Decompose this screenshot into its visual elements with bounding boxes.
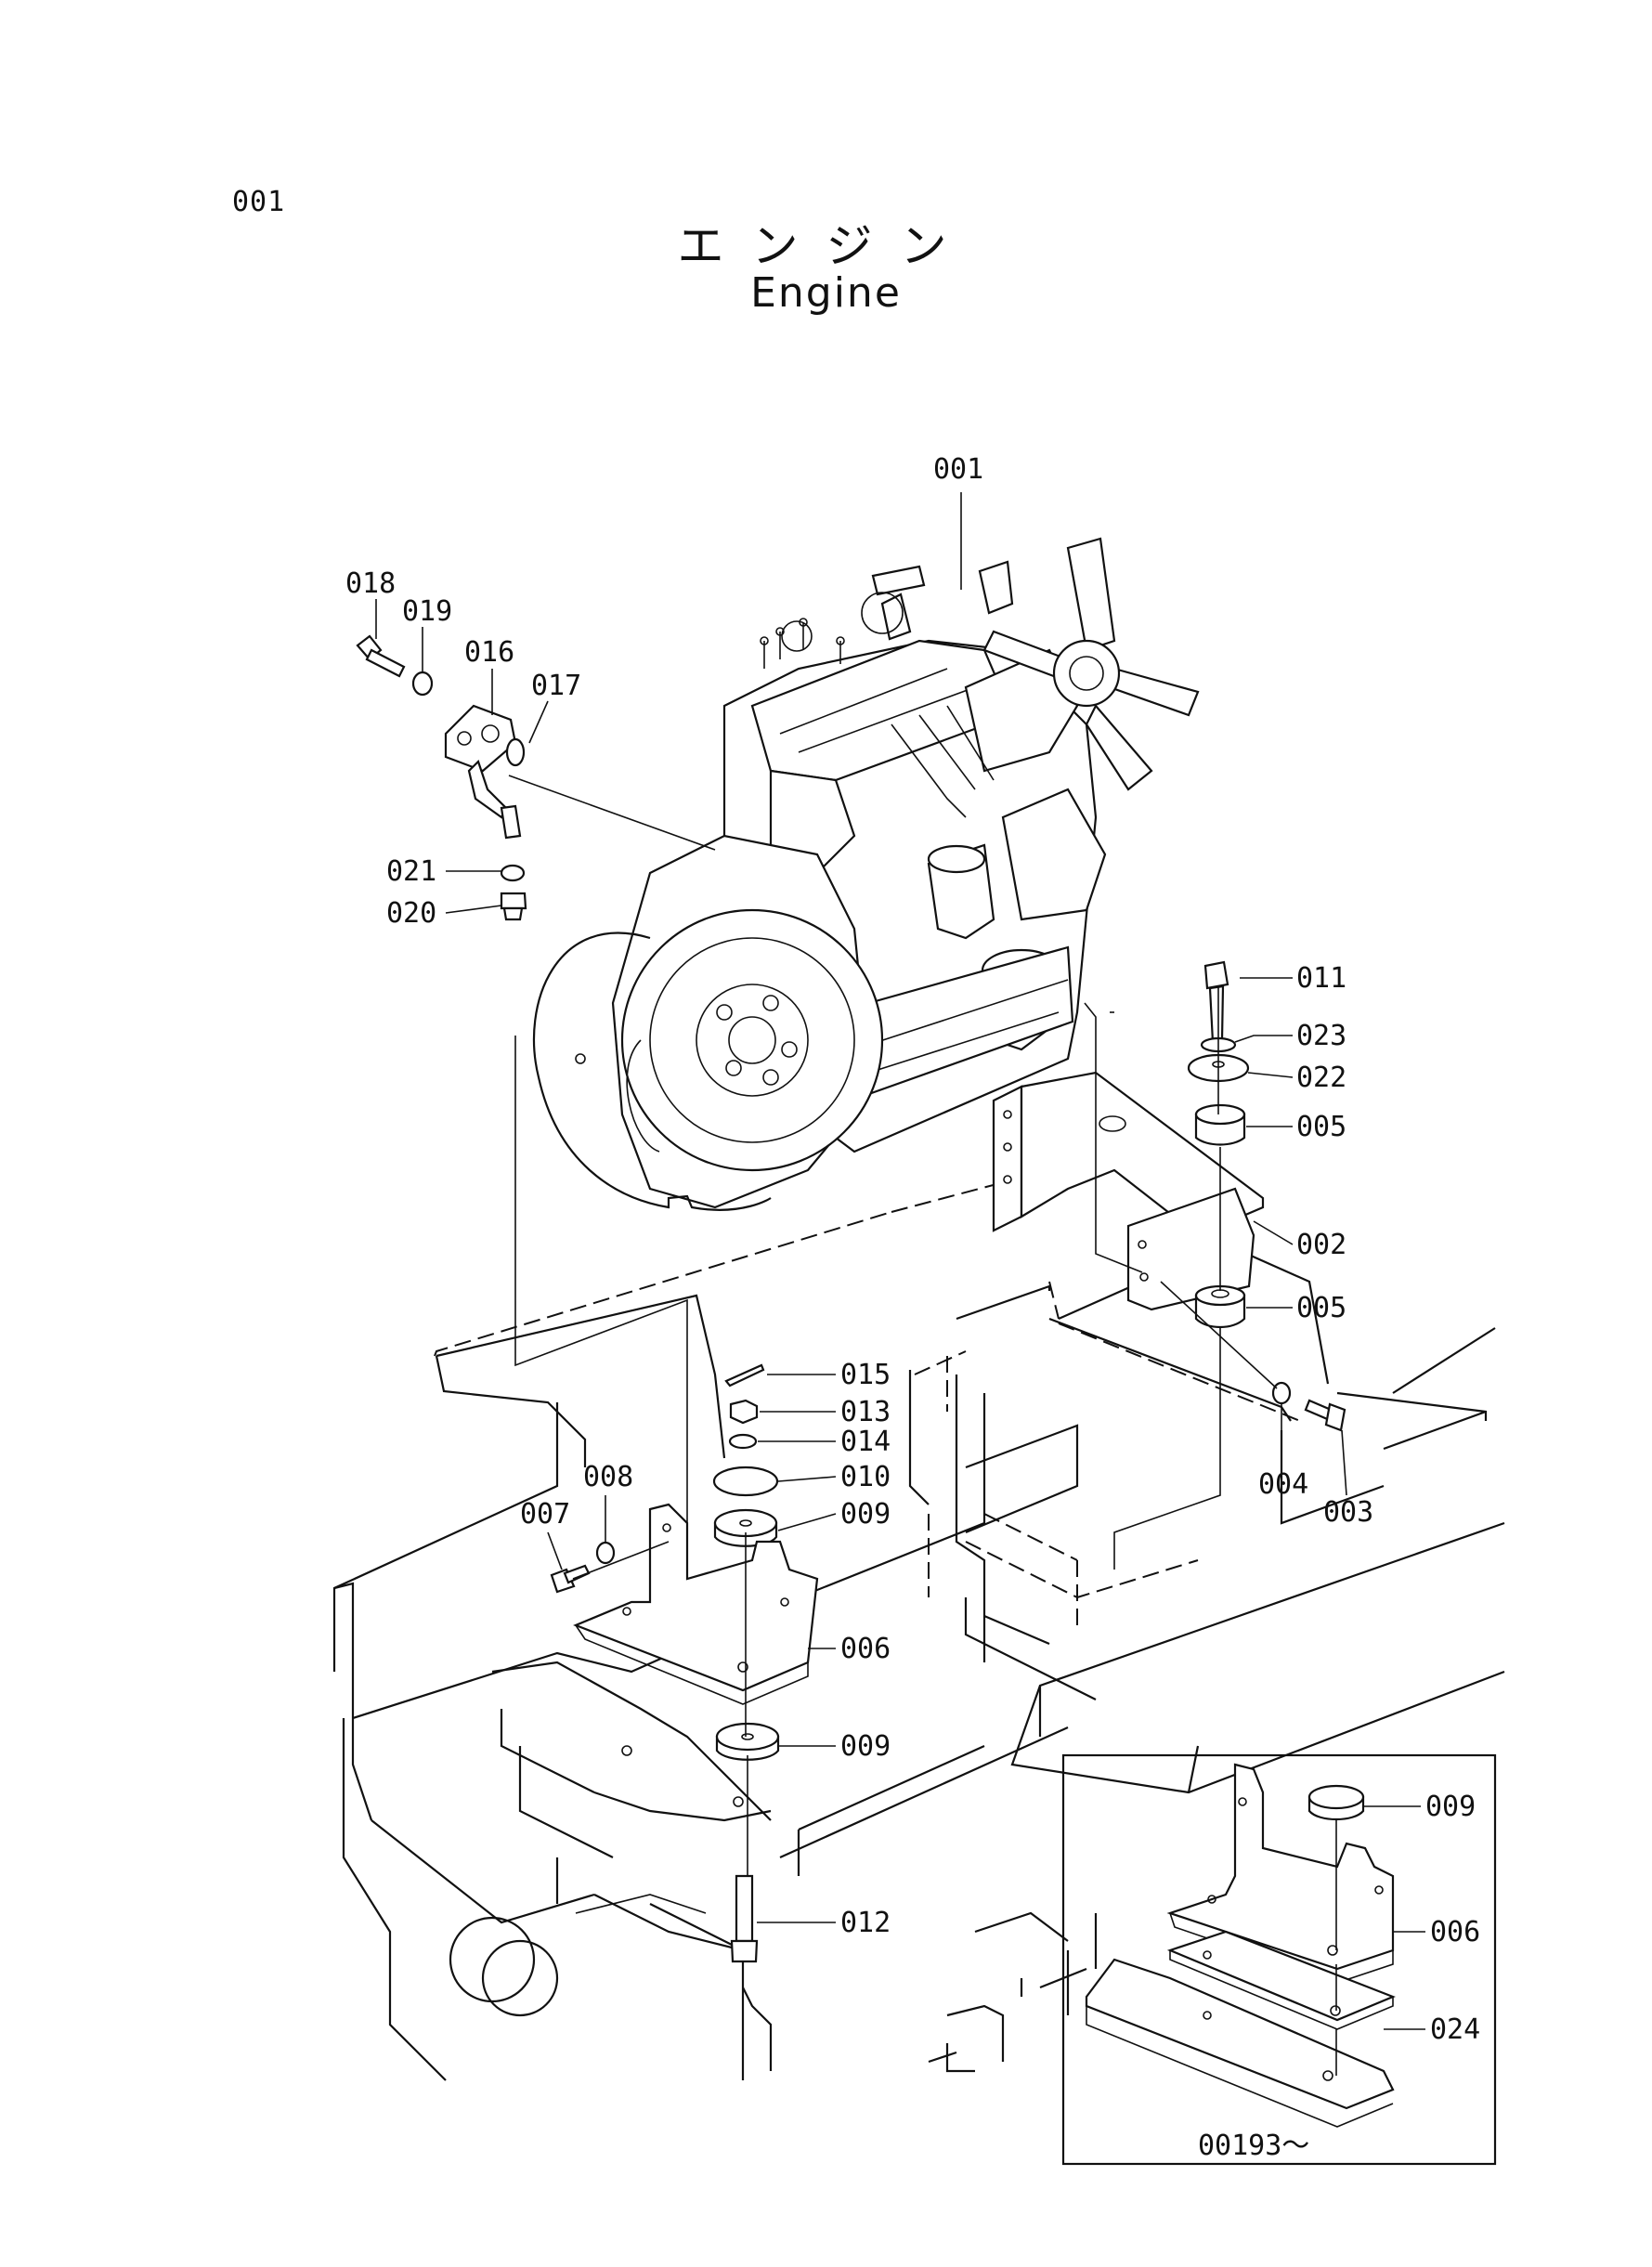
cooling-fan xyxy=(982,537,1200,791)
callout-016: 016 xyxy=(464,636,514,669)
part-012-bolt xyxy=(730,1874,759,1963)
part-013-nut xyxy=(729,1399,759,1425)
part-010-plate xyxy=(712,1466,779,1497)
callout-006: 006 xyxy=(840,1633,891,1665)
machine-frame xyxy=(332,1243,1505,2081)
part-020-plug xyxy=(500,892,527,921)
part-003-bolt xyxy=(1304,1399,1346,1432)
callout-005-upper: 005 xyxy=(1296,1111,1346,1143)
part-009-lower xyxy=(715,1722,780,1761)
part-008-washer xyxy=(595,1541,616,1565)
assembly-lines xyxy=(514,986,1278,1876)
part-018-bolt xyxy=(356,634,406,678)
part-015-pin xyxy=(724,1363,765,1388)
part-017-oring xyxy=(505,737,526,767)
callout-inset-024: 024 xyxy=(1430,2013,1480,2046)
callout-017: 017 xyxy=(531,670,581,702)
part-005-mount-upper xyxy=(1194,1103,1246,1146)
callout-labels: 001 018 019 016 017 021 020 011 023 022 … xyxy=(345,453,1480,2162)
callout-021: 021 xyxy=(386,855,436,888)
engine-assembly xyxy=(532,537,1200,1211)
callout-002: 002 xyxy=(1296,1229,1346,1261)
callout-005-lower: 005 xyxy=(1296,1292,1346,1324)
part-021-washer xyxy=(500,864,526,882)
callout-023: 023 xyxy=(1296,1020,1346,1052)
part-006-bracket xyxy=(573,1503,819,1705)
callout-007: 007 xyxy=(520,1498,570,1531)
callout-009-lower: 009 xyxy=(840,1730,891,1763)
callout-020: 020 xyxy=(386,897,436,930)
callout-inset-006: 006 xyxy=(1430,1916,1480,1948)
title-english: Engine xyxy=(750,269,902,317)
callout-018: 018 xyxy=(345,567,396,600)
callout-013: 013 xyxy=(840,1396,891,1428)
callout-014: 014 xyxy=(840,1426,891,1458)
part-016-pipe xyxy=(444,704,522,840)
title-japanese: エンジン xyxy=(677,219,975,273)
callout-003: 003 xyxy=(1323,1496,1373,1529)
leader-lines xyxy=(375,492,1425,2030)
callout-004: 004 xyxy=(1258,1468,1308,1501)
callout-010: 010 xyxy=(840,1461,891,1493)
part-014-washer xyxy=(728,1433,758,1450)
callout-011: 011 xyxy=(1296,962,1346,995)
part-004-washer xyxy=(1271,1381,1292,1405)
inset-box xyxy=(1061,1753,1497,2166)
callout-inset-009: 009 xyxy=(1425,1791,1476,1823)
part-019-washer xyxy=(411,671,434,697)
callout-009-upper: 009 xyxy=(840,1498,891,1531)
callout-012: 012 xyxy=(840,1907,891,1939)
callout-015: 015 xyxy=(840,1359,891,1391)
part-005-mount-lower xyxy=(1194,1284,1246,1329)
callout-019: 019 xyxy=(402,595,452,628)
part-002-bracket xyxy=(992,1071,1265,1311)
part-011-bolt xyxy=(1203,960,1229,1044)
page-number: 001 xyxy=(232,186,286,218)
callout-008: 008 xyxy=(583,1461,633,1493)
inset-serial-label: 00193～ xyxy=(1198,2130,1309,2162)
part-007-bolt xyxy=(550,1564,591,1594)
callout-001: 001 xyxy=(933,453,983,486)
callout-022: 022 xyxy=(1296,1062,1346,1094)
